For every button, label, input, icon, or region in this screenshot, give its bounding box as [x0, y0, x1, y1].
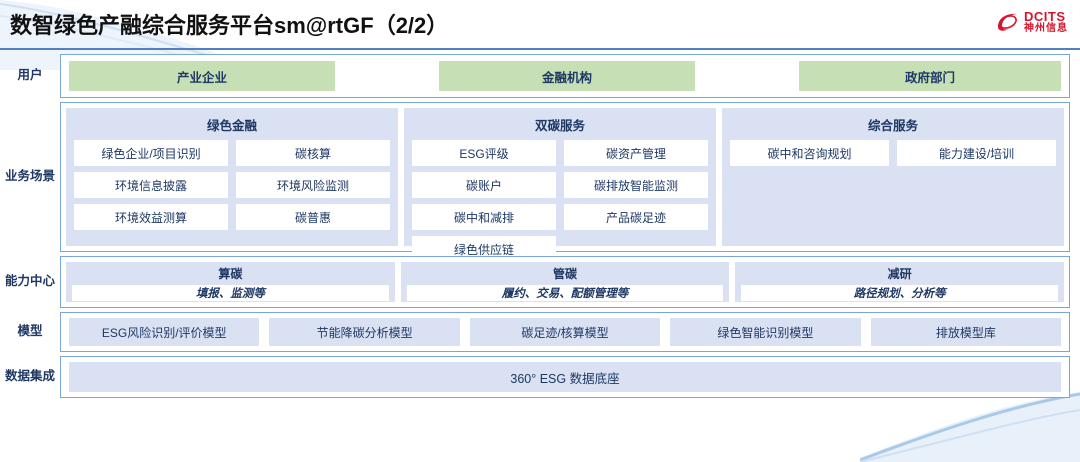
scenario-cell[interactable]: 产品碳足迹 — [564, 204, 708, 230]
row-label-data-integration: 数据集成 — [4, 369, 55, 384]
brand-logo: DCITS 神州信息 — [995, 10, 1068, 34]
scenario-cell[interactable]: 环境效益测算 — [74, 204, 228, 230]
model-chip[interactable]: ESG风险识别/评价模型 — [69, 318, 260, 346]
architecture-grid: 用户 产业企业 金融机构 政府部门 业务场景 绿色金融 绿色企业/项目识别 碳核… — [0, 50, 1080, 408]
row-capability-center: 能力中心 算碳 填报、监测等 管碳 履约、交易、配额管理等 减研 路径规划、分析… — [0, 256, 1070, 308]
capability-subtitle: 路径规划、分析等 — [741, 285, 1059, 301]
model-chip[interactable]: 碳足迹/核算模型 — [469, 318, 661, 346]
user-chip-government[interactable]: 政府部门 — [799, 61, 1061, 91]
row-label-model: 模型 — [17, 324, 43, 339]
panel-title-comprehensive-service: 综合服务 — [867, 119, 918, 133]
capability-subtitle: 履约、交易、配额管理等 — [406, 285, 724, 301]
row-data-integration: 数据集成 360° ESG 数据底座 — [0, 356, 1070, 398]
page-header: 数智绿色产融综合服务平台sm@rtGF（2/2） DCITS 神州信息 — [0, 0, 1080, 48]
scenario-cell[interactable]: 碳核算 — [236, 140, 390, 166]
logo-text-en: DCITS — [1024, 9, 1066, 24]
row-label-business-scenario: 业务场景 — [4, 169, 55, 184]
scenario-cell[interactable]: 碳普惠 — [236, 204, 390, 230]
row-users: 用户 产业企业 金融机构 政府部门 — [0, 54, 1070, 98]
header-divider — [0, 48, 1080, 50]
scenario-cell[interactable]: 环境信息披露 — [74, 172, 228, 198]
panel-dual-carbon-service: 双碳服务 ESG评级 碳资产管理 碳账户 碳排放智能监测 碳中和减排 产品碳足迹… — [404, 108, 716, 262]
dcits-logo-icon — [995, 12, 1021, 32]
data-foundation-chip[interactable]: 360° ESG 数据底座 — [69, 362, 1061, 392]
panel-title-green-finance: 绿色金融 — [206, 119, 257, 133]
row-body-users: 产业企业 金融机构 政府部门 — [60, 54, 1070, 98]
logo-text-cn: 神州信息 — [1024, 23, 1068, 34]
scenario-cell[interactable]: 碳中和减排 — [412, 204, 556, 230]
capability-subtitle: 填报、监测等 — [72, 285, 389, 301]
row-body-capability-center: 算碳 填报、监测等 管碳 履约、交易、配额管理等 减研 路径规划、分析等 — [60, 256, 1070, 308]
model-chip[interactable]: 排放模型库 — [870, 318, 1062, 346]
scenario-cell[interactable]: 碳资产管理 — [564, 140, 708, 166]
scenario-cell[interactable]: 碳排放智能监测 — [564, 172, 708, 198]
scenario-cell[interactable]: 能力建设/培训 — [897, 140, 1056, 166]
scenario-cell[interactable]: ESG评级 — [412, 140, 556, 166]
scenario-cell[interactable]: 绿色企业/项目识别 — [74, 140, 228, 166]
capability-title: 管碳 — [553, 267, 578, 281]
model-chip[interactable]: 节能降碳分析模型 — [269, 318, 460, 346]
row-body-data-integration: 360° ESG 数据底座 — [60, 356, 1070, 398]
capability-title: 算碳 — [218, 267, 243, 281]
panel-title-dual-carbon-service: 双碳服务 — [534, 119, 585, 133]
capability-panel-reduce-research[interactable]: 减研 路径规划、分析等 — [735, 262, 1065, 302]
row-label-capability-center: 能力中心 — [4, 274, 55, 289]
capability-panel-manage-carbon[interactable]: 管碳 履约、交易、配额管理等 — [400, 262, 730, 302]
row-body-model: ESG风险识别/评价模型 节能降碳分析模型 碳足迹/核算模型 绿色智能识别模型 … — [60, 312, 1070, 352]
row-model: 模型 ESG风险识别/评价模型 节能降碳分析模型 碳足迹/核算模型 绿色智能识别… — [0, 312, 1070, 352]
capability-title: 减研 — [887, 267, 912, 281]
row-business-scenario: 业务场景 绿色金融 绿色企业/项目识别 碳核算 环境信息披露 环境风险监测 环境… — [0, 102, 1070, 262]
panel-comprehensive-service: 综合服务 碳中和咨询规划 能力建设/培训 — [722, 108, 1064, 246]
user-chip-financial[interactable]: 金融机构 — [439, 61, 695, 91]
scenario-cell[interactable]: 碳账户 — [412, 172, 556, 198]
scenario-cell[interactable]: 碳中和咨询规划 — [730, 140, 889, 166]
panel-green-finance: 绿色金融 绿色企业/项目识别 碳核算 环境信息披露 环境风险监测 环境效益测算 … — [66, 108, 398, 246]
user-chip-industry[interactable]: 产业企业 — [69, 61, 335, 91]
row-body-business-scenario: 绿色金融 绿色企业/项目识别 碳核算 环境信息披露 环境风险监测 环境效益测算 … — [60, 102, 1070, 262]
model-chip[interactable]: 绿色智能识别模型 — [670, 318, 861, 346]
cell-grid-dual-carbon-service: ESG评级 碳资产管理 碳账户 碳排放智能监测 碳中和减排 产品碳足迹 绿色供应… — [412, 140, 708, 262]
cell-grid-green-finance: 绿色企业/项目识别 碳核算 环境信息披露 环境风险监测 环境效益测算 碳普惠 — [74, 140, 390, 230]
page-title: 数智绿色产融综合服务平台sm@rtGF（2/2） — [10, 13, 449, 38]
scenario-cell[interactable]: 环境风险监测 — [236, 172, 390, 198]
cell-grid-comprehensive-service: 碳中和咨询规划 能力建设/培训 — [730, 140, 1056, 166]
row-label-users: 用户 — [17, 68, 43, 83]
capability-panel-calculate-carbon[interactable]: 算碳 填报、监测等 — [66, 262, 395, 302]
